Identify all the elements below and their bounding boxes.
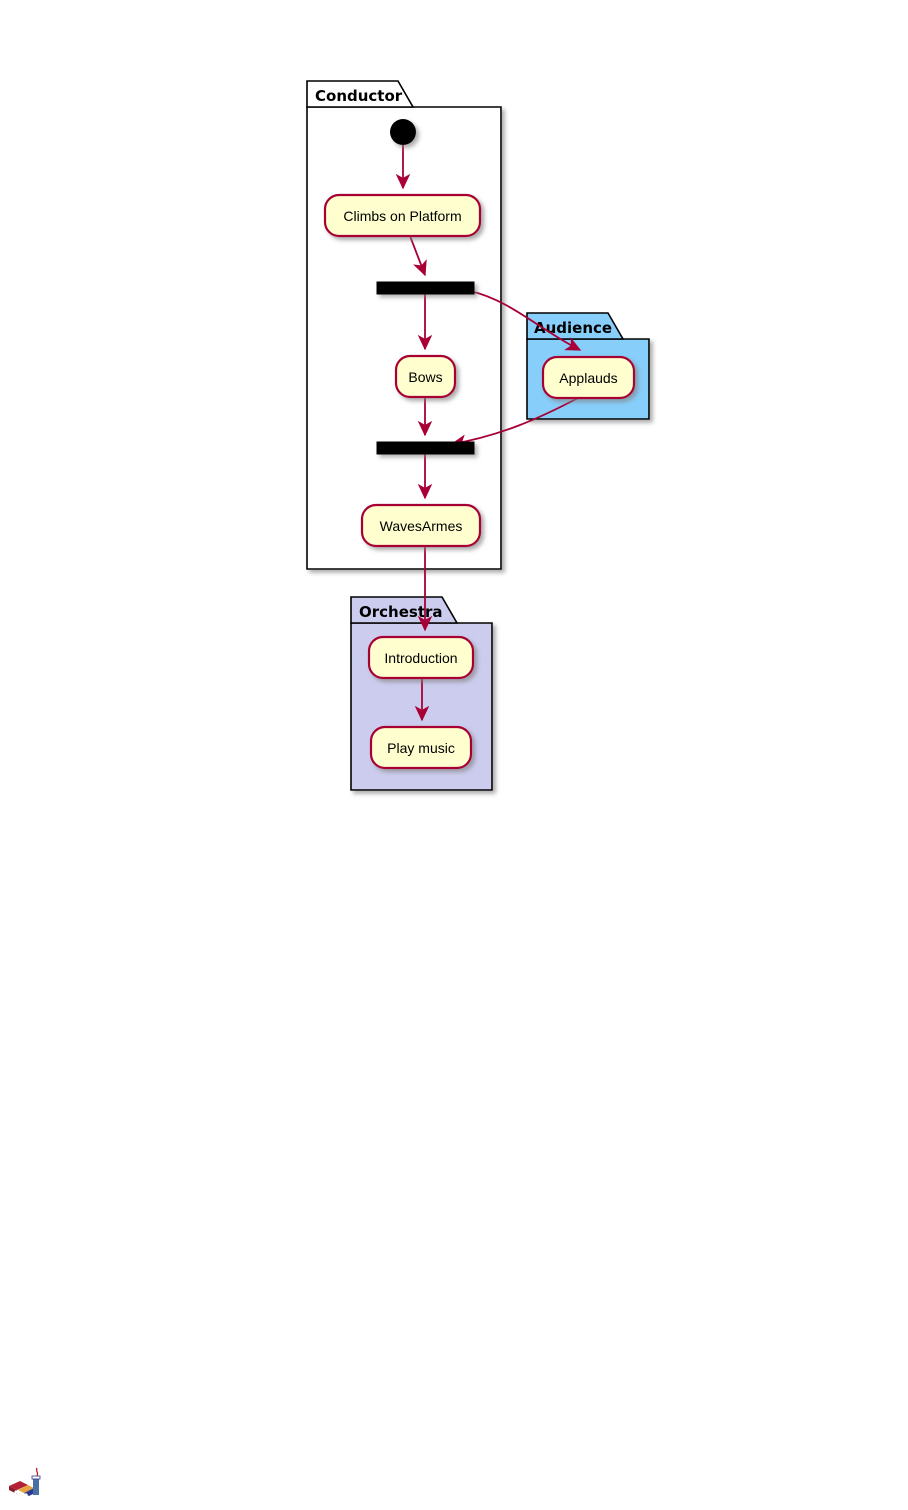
node-climbs-on-platform[interactable]: Climbs on Platform — [323, 193, 482, 238]
node-bows[interactable]: Bows — [394, 354, 457, 399]
plantuml-logo — [9, 1467, 41, 1499]
activity-box — [394, 354, 457, 399]
partition-audience-label: Audience — [534, 319, 612, 337]
logo-book-orange — [18, 1485, 34, 1493]
partition-conductor-tab — [306, 80, 415, 108]
activity-box — [369, 725, 473, 770]
activity-label: Bows — [408, 369, 442, 385]
logo-dot-a — [14, 1490, 18, 1494]
fork-bar-shape — [376, 281, 475, 295]
edge-climbs-to-fork — [409, 235, 427, 277]
activity-box — [323, 193, 482, 238]
logo-smoke — [35, 1467, 39, 1477]
partition-conductor[interactable]: Conductor — [306, 80, 502, 570]
node-play-music[interactable]: Play music — [369, 725, 473, 770]
activity-box — [541, 355, 636, 400]
node-start[interactable] — [390, 119, 416, 145]
activity-label: Play music — [387, 740, 455, 756]
activity-box — [367, 635, 475, 680]
activity-label: Applauds — [559, 370, 617, 386]
logo-book-red — [9, 1481, 28, 1490]
edge-layer — [395, 145, 582, 722]
partition-conductor-label: Conductor — [315, 87, 403, 105]
edge-applauds-to-join — [450, 397, 579, 449]
node-introduction[interactable]: Introduction — [367, 635, 475, 680]
initial-node-icon — [390, 119, 416, 145]
activity-label: Climbs on Platform — [343, 208, 461, 224]
edge-fork-to-applauds — [469, 290, 582, 351]
node-join-bar[interactable] — [376, 441, 475, 455]
node-wavesarmes[interactable]: WavesArmes — [360, 503, 482, 548]
node-fork-bar[interactable] — [376, 281, 475, 295]
join-bar-shape — [376, 441, 475, 455]
logo-post — [33, 1478, 39, 1495]
logo-dot-b — [24, 1493, 28, 1497]
logo-dot-c — [34, 1495, 38, 1499]
partition-orchestra-label: Orchestra — [359, 603, 443, 621]
activity-box — [360, 503, 482, 548]
partition-conductor-body — [306, 106, 502, 570]
activity-label: Introduction — [384, 650, 457, 666]
node-applauds[interactable]: Applauds — [541, 355, 636, 400]
logo-post-cap — [31, 1475, 41, 1480]
activity-label: WavesArmes — [380, 518, 463, 534]
